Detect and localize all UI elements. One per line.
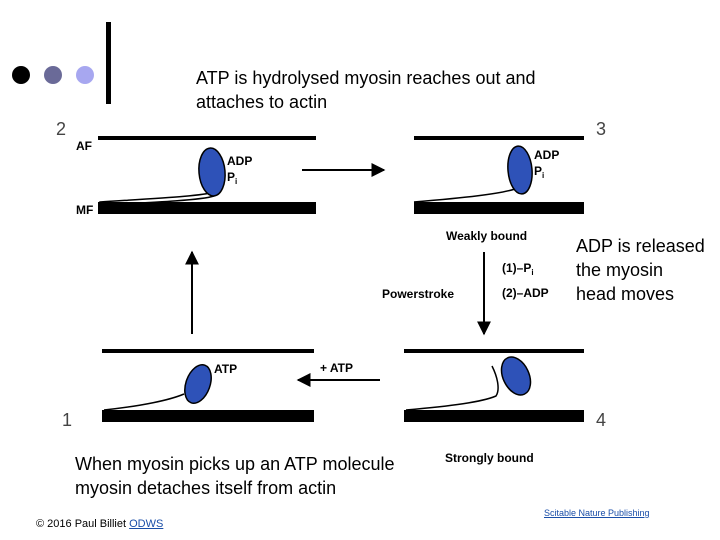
copyright-footer: © 2016 Paul Billiet ODWS bbox=[36, 518, 163, 530]
myosin-head-3 bbox=[507, 145, 533, 195]
myosin-filament-2 bbox=[98, 202, 316, 214]
mf-label: MF bbox=[76, 203, 93, 217]
adp-label-3: ADP bbox=[534, 148, 559, 162]
adp-release-note: ADP is released the myosin head moves bbox=[576, 236, 705, 304]
title-divider bbox=[106, 22, 111, 104]
atp-label-1: ATP bbox=[214, 362, 237, 376]
actin-filament-3 bbox=[414, 136, 584, 140]
panel-3-number: 3 bbox=[596, 119, 606, 139]
myosin-neck-3 bbox=[413, 187, 519, 203]
decor-dot-3 bbox=[76, 66, 94, 84]
plus-atp-label: + ATP bbox=[320, 361, 353, 375]
panel-1-number: 1 bbox=[62, 410, 72, 430]
atp-binding-note: When myosin picks up an ATP molecule myo… bbox=[75, 454, 395, 498]
myosin-head-4 bbox=[500, 356, 532, 396]
myosin-neck-1 bbox=[103, 393, 185, 411]
copyright-text: © 2016 Paul Billiet bbox=[36, 518, 130, 530]
myosin-filament-3 bbox=[414, 202, 584, 214]
myosin-neck-4 bbox=[405, 365, 499, 411]
panel-4-number: 4 bbox=[596, 410, 606, 430]
step-remove-adp: (2)–ADP bbox=[502, 286, 549, 300]
actin-filament-4 bbox=[404, 349, 584, 353]
crossbridge-cycle-diagram: 2 AF MF ADP Pi 3 ADP Pi Weakly bound (1)… bbox=[56, 119, 606, 465]
myosin-head-1 bbox=[184, 364, 212, 404]
strongly-bound-label: Strongly bound bbox=[445, 451, 534, 465]
myosin-filament-1 bbox=[102, 410, 314, 422]
slide-title: ATP is hydrolysed myosin reaches out and… bbox=[196, 68, 536, 112]
actin-filament-2 bbox=[98, 136, 316, 140]
pi-label-2: Pi bbox=[227, 170, 237, 186]
weakly-bound-label: Weakly bound bbox=[446, 229, 527, 243]
myosin-head-2 bbox=[198, 147, 226, 197]
decor-dot-2 bbox=[44, 66, 62, 84]
myosin-filament-4 bbox=[404, 410, 584, 422]
adp-label-2: ADP bbox=[227, 154, 252, 168]
powerstroke-label: Powerstroke bbox=[382, 287, 454, 301]
step-remove-pi: (1)–Pi bbox=[502, 261, 534, 277]
actin-filament-1 bbox=[102, 349, 314, 353]
af-label: AF bbox=[76, 139, 92, 153]
odws-link[interactable]: ODWS bbox=[129, 518, 164, 530]
decor-dot-1 bbox=[12, 66, 30, 84]
source-credit-link[interactable]: Scitable Nature Publishing bbox=[544, 508, 650, 518]
pi-label-3: Pi bbox=[534, 164, 544, 180]
panel-2-number: 2 bbox=[56, 119, 66, 139]
